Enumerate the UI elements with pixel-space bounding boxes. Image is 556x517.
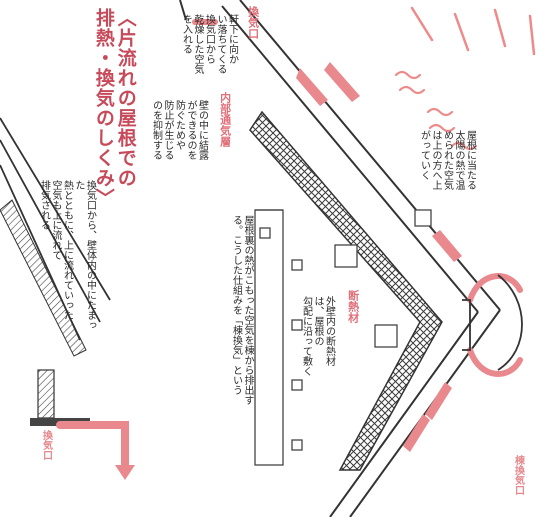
exhaust-top-label: 換気口 [246,6,260,39]
ridge-ventilation-text: 屋根裏の熱がこもった空気を棟から排出す る。こうした仕組みを「棟換気」という [230,215,254,405]
ridge-exhaust-label: 棟換気口 [512,455,524,495]
lower-airflow-arrows [403,382,452,452]
heat-waves [394,70,478,151]
ridge-exhaust-arrows [467,273,523,377]
exhaust-bottom-label: 換気口 [40,430,52,460]
bottom-exhaust-arrow [56,421,129,474]
roof-sun-text: 屋根に当たる 太陽の熱で温 められた空気 は上の方へ上 がっていく [418,130,476,190]
exhaust-top-text: 軒下に向か い落ちてくる 換気口から 乾燥した空気 を入れる [180,14,238,74]
insulation-label: 断熱材 [346,290,360,323]
upper-airflow-arrows [296,62,462,262]
ridge-cap [462,274,523,371]
ceiling-frame [254,209,432,466]
bottom-exhaust-arrowhead [115,465,135,480]
sill-block [37,369,55,419]
insulation-text: 外壁内の断熱材 は、屋根の 勾配に沿って敷く [300,296,335,376]
diagram-title: 〈片流れの屋根での 排熱・換気のしくみ〉 [92,8,137,208]
insulation-layer [249,110,443,471]
outer-wall-hatch [0,199,87,357]
bottom-exhaust-text: 換気口から、壁体内の中にたまった 熱とともに、上に流れていった 空気も上に流れて… [38,180,96,330]
top-left-roof [179,0,187,21]
sun-rays [410,6,536,56]
ventilation-layer-text: 壁の中に結露 ができるのを 防ぐためや 防止が生じる のを抑制する [150,100,208,160]
ventilation-layer-label: 内部通気層 [218,92,232,147]
